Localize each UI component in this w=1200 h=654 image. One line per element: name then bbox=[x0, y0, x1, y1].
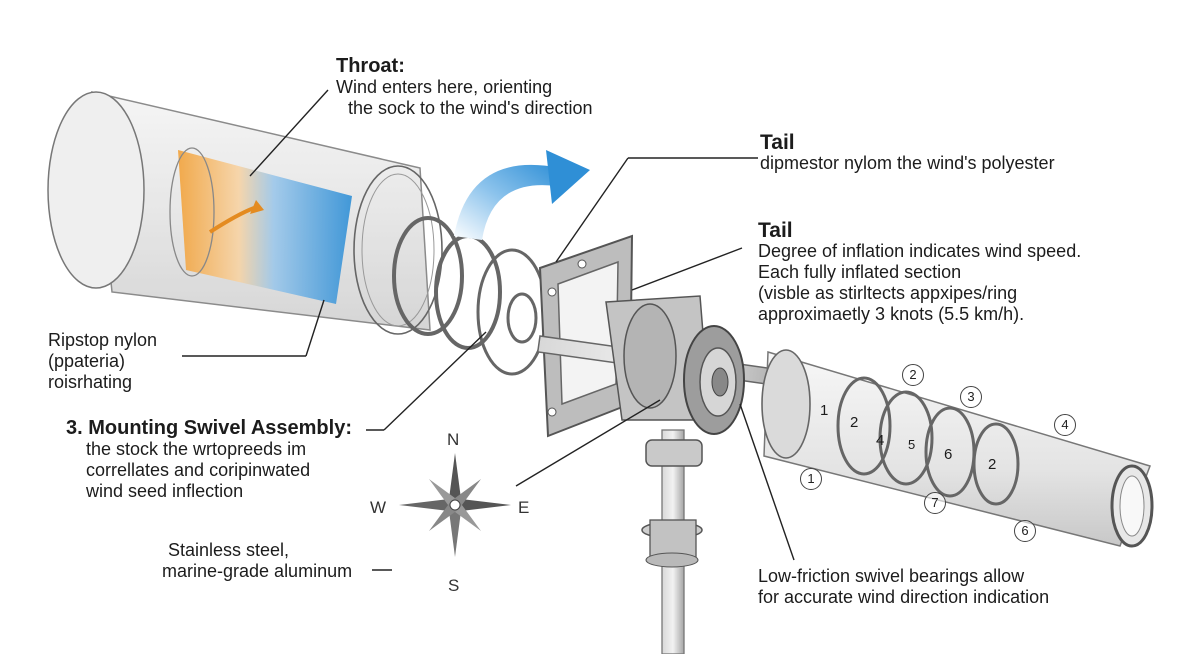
material-line-2: (ppateria) bbox=[48, 351, 157, 372]
section-label-3: 4 bbox=[876, 430, 884, 451]
throat-title: Throat: bbox=[336, 56, 593, 77]
mounting-title: 3. Mounting Swivel Assembly: bbox=[66, 418, 352, 439]
compass-rose-icon bbox=[399, 453, 511, 557]
throat-callout: Throat: Wind enters here, orienting the … bbox=[336, 56, 593, 119]
section-label-6: 2 bbox=[988, 454, 996, 475]
mounting-line-1: the stock the wrtopreeds im bbox=[66, 439, 352, 460]
throat-tube bbox=[48, 92, 442, 334]
windsock-tail bbox=[762, 350, 1152, 546]
mounting-line-2: correllates and coripinwated bbox=[66, 460, 352, 481]
section-marker-6: 6 bbox=[1014, 520, 1036, 542]
bearings-callout: Low-friction swivel bearings allow for a… bbox=[758, 566, 1049, 608]
tail-callout-a: Tail dipmestor nylom the wind's polyeste… bbox=[760, 132, 1055, 174]
tail-b-title: Tail bbox=[758, 220, 1081, 241]
throat-line-1: Wind enters here, orienting bbox=[336, 77, 593, 98]
section-label-5: 6 bbox=[944, 444, 952, 465]
section-marker-1: 1 bbox=[800, 468, 822, 490]
steel-callout: Stainless steel, marine-grade aluminum bbox=[162, 540, 352, 582]
wind-direction-arrow-icon bbox=[454, 150, 590, 240]
section-label-2: 2 bbox=[850, 412, 858, 433]
steel-line-2: marine-grade aluminum bbox=[162, 561, 352, 582]
material-line-3: roisrhating bbox=[48, 372, 157, 393]
bearings-line-1: Low-friction swivel bearings allow bbox=[758, 566, 1049, 587]
tail-a-title: Tail bbox=[760, 132, 1055, 153]
tail-b-line-4: approximaetly 3 knots (5.5 km/h). bbox=[758, 304, 1081, 325]
steel-line-1: Stainless steel, bbox=[162, 540, 352, 561]
material-callout: Ripstop nylon (ppateria) roisrhating bbox=[48, 330, 157, 393]
tail-b-line-1: Degree of inflation indicates wind speed… bbox=[758, 241, 1081, 262]
material-line-1: Ripstop nylon bbox=[48, 330, 157, 351]
section-marker-2: 2 bbox=[902, 364, 924, 386]
compass-north: N bbox=[447, 430, 459, 450]
tail-a-line: dipmestor nylom the wind's polyester bbox=[760, 153, 1055, 174]
throat-line-2: the sock to the wind's direction bbox=[336, 98, 593, 119]
section-marker-3: 3 bbox=[960, 386, 982, 408]
compass-south: S bbox=[448, 576, 459, 596]
section-label-1: 1 bbox=[820, 400, 828, 421]
section-marker-4: 4 bbox=[1054, 414, 1076, 436]
bearings-line-2: for accurate wind direction indication bbox=[758, 587, 1049, 608]
section-label-4: 5 bbox=[908, 434, 915, 455]
section-marker-7: 7 bbox=[924, 492, 946, 514]
tail-b-line-2: Each fully inflated section bbox=[758, 262, 1081, 283]
compass-west: W bbox=[370, 498, 386, 518]
mounting-pole bbox=[642, 430, 702, 654]
compass-east: E bbox=[518, 498, 529, 518]
mounting-line-3: wind seed inflection bbox=[66, 481, 352, 502]
mounting-callout: 3. Mounting Swivel Assembly: the stock t… bbox=[66, 418, 352, 502]
tail-callout-b: Tail Degree of inflation indicates wind … bbox=[758, 220, 1081, 325]
tail-b-line-3: (visble as stirltects appxipes/ring bbox=[758, 283, 1081, 304]
